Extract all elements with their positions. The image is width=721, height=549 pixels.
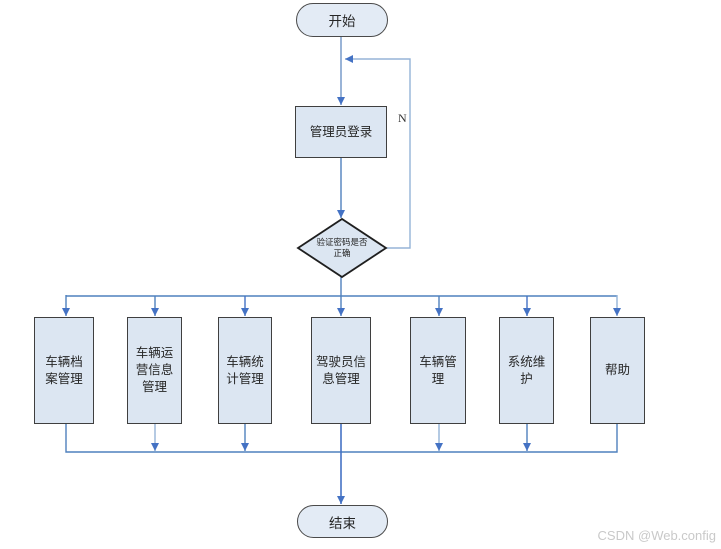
- admin-login-node: 管理员登录: [295, 106, 387, 158]
- loop-n-label: N: [398, 111, 407, 125]
- module-vehicle-management: 车辆管 理: [410, 317, 466, 424]
- module-system-maintenance: 系统维 护: [499, 317, 554, 424]
- csdn-watermark: CSDN @Web.config: [597, 528, 716, 543]
- module-vehicle-archive: 车辆档 案管理: [34, 317, 94, 424]
- end-node: 结束: [297, 505, 388, 538]
- connector-decision-loop-n: [345, 55, 411, 249]
- module-driver-info: 驾驶员信 息管理: [311, 317, 371, 424]
- module-help: 帮助: [590, 317, 645, 424]
- module-vehicle-statistics: 车辆统 计管理: [218, 317, 272, 424]
- decision-diamond-shape: [296, 217, 388, 279]
- start-node: 开始: [296, 3, 388, 37]
- module-vehicle-operation-info: 车辆运 营信息 管理: [127, 317, 182, 424]
- decision-label: 验证密码是否 正确: [316, 237, 368, 258]
